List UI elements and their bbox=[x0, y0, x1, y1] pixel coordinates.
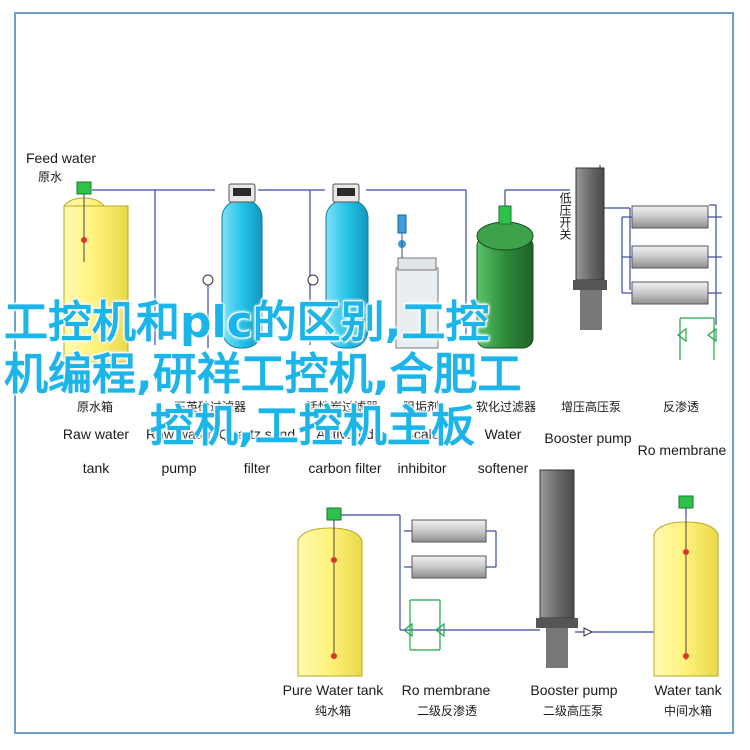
carbon-filter-label-1: Activated bbox=[316, 426, 374, 442]
pure-water-tank-label: Pure Water tank bbox=[282, 682, 384, 698]
carbon-filter-cn-label: 活性炭过滤器 bbox=[305, 400, 378, 414]
ro-membrane-bottom bbox=[403, 519, 497, 651]
water-tank bbox=[653, 495, 719, 677]
raw-water-pump-label-1: Raw water bbox=[146, 426, 213, 442]
booster-pump-label: Booster pump bbox=[544, 430, 632, 446]
softener-label-2: softener bbox=[477, 460, 529, 476]
low-pressure-switch-text: 低压开关 bbox=[558, 192, 572, 240]
bottom-pipes bbox=[333, 500, 687, 633]
ro-membrane-top bbox=[621, 205, 722, 360]
softener-cn-label: 软化过滤器 bbox=[475, 400, 536, 414]
activated-carbon-filter bbox=[307, 183, 369, 349]
feed-water-label: Feed water bbox=[26, 150, 97, 166]
booster-pump-top bbox=[573, 167, 607, 330]
feed-water-cn-label: 原水 bbox=[38, 170, 63, 184]
ro-membrane-2-label: Ro membrane bbox=[401, 682, 491, 698]
softener-label-1: Water bbox=[484, 426, 522, 442]
water-softener bbox=[476, 205, 534, 349]
raw-water-tank-cn-label: 原水箱 bbox=[76, 400, 113, 414]
raw-water-tank-en-label-2: tank bbox=[82, 460, 110, 476]
booster-pump-bottom bbox=[536, 469, 594, 668]
overlay-title-line-1[interactable]: 工控机和plc的区别,工控 bbox=[4, 297, 490, 348]
booster-pump-cn-label: 增压高压泵 bbox=[560, 400, 621, 414]
carbon-filter-label-2: carbon filter bbox=[308, 460, 382, 476]
pure-water-tank bbox=[297, 507, 363, 677]
inhibitor-label-2: inhibitor bbox=[397, 460, 447, 476]
scale-inhibitor bbox=[395, 214, 439, 349]
water-tank-label: Water tank bbox=[654, 682, 722, 698]
quartz-sand-label-2: filter bbox=[243, 460, 271, 476]
water-tank-cn-label: 中间水箱 bbox=[663, 704, 712, 718]
ro-membrane-cn-label: 反渗透 bbox=[662, 400, 699, 414]
inhibitor-cn-label: 阻垢剂 bbox=[402, 400, 439, 414]
inhibitor-label-1: Scale bbox=[404, 426, 440, 442]
ro-membrane-2-cn-label: 二级反渗透 bbox=[416, 704, 477, 718]
pure-water-tank-cn-label: 纯水箱 bbox=[314, 704, 351, 718]
sand-filter-cn-label: 石英砂过滤器 bbox=[173, 400, 246, 414]
booster-pump-2-label: Booster pump bbox=[530, 682, 618, 698]
quartz-sand-label-1: Quartz sand bbox=[218, 426, 296, 442]
raw-water-pump-label-2: pump bbox=[161, 460, 197, 476]
overlay-title-line-2[interactable]: 机编程,研祥工控机,合肥工 bbox=[4, 349, 522, 400]
raw-water-tank-en-label-1: Raw water bbox=[62, 426, 130, 442]
ro-membrane-label: Ro membrane bbox=[637, 442, 727, 458]
overlay-title-line-3[interactable]: 控机,工控机主板 bbox=[150, 401, 475, 452]
booster-pump-2-cn-label: 二级高压泵 bbox=[542, 704, 603, 718]
low-pressure-switch-label: 低压开关 bbox=[556, 192, 572, 245]
raw-water-tank bbox=[63, 181, 129, 363]
quartz-sand-filter bbox=[202, 183, 263, 349]
diagram-frame bbox=[14, 12, 734, 734]
